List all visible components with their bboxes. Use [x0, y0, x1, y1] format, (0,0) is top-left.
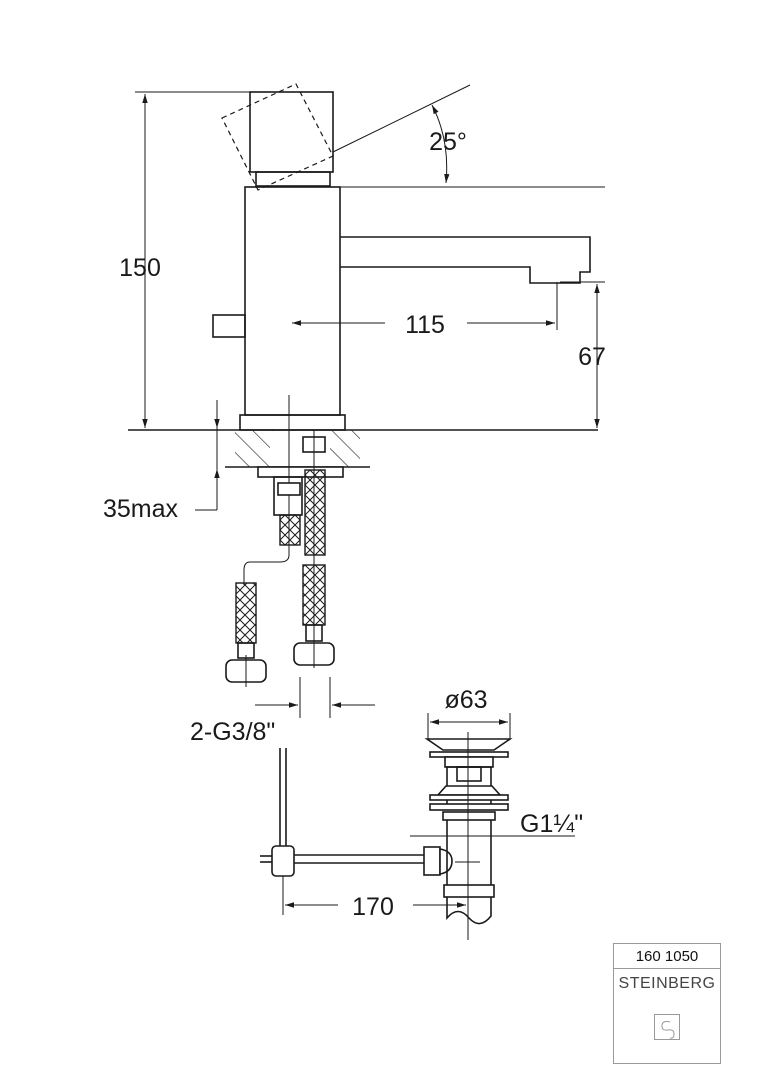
counter-section: 35max	[103, 400, 370, 523]
mixer-body	[128, 186, 605, 431]
title-block: 160 1050 STEINBERG	[613, 943, 721, 1064]
brand-name: STEINBERG	[618, 975, 716, 992]
label-connections: 2-G3/8"	[190, 718, 275, 746]
label-waste-thread: G1¼"	[520, 810, 583, 838]
label-waste-diameter: ø63	[444, 686, 487, 714]
dimension-height: 150	[119, 91, 250, 428]
waste-valve: ø63 G1¼"	[410, 686, 583, 940]
lever-handle: 25°	[221, 83, 471, 191]
label-spout-height: 67	[578, 343, 606, 371]
label-reach: 115	[405, 311, 445, 339]
label-height: 150	[119, 254, 161, 282]
label-counter-thickness: 35max	[103, 495, 179, 523]
label-rod-length: 170	[352, 893, 394, 921]
article-number: 160 1050	[614, 944, 720, 969]
supply-hoses	[225, 395, 335, 687]
dimension-rod-length: 170	[282, 876, 466, 921]
brand-logo-icon	[654, 1014, 680, 1040]
pop-up-rod	[260, 748, 453, 877]
dimension-spout-height: 67	[560, 281, 606, 428]
dimension-connections: 2-G3/8"	[190, 677, 375, 746]
label-angle: 25°	[429, 128, 467, 156]
dimension-reach: 115	[292, 282, 558, 339]
